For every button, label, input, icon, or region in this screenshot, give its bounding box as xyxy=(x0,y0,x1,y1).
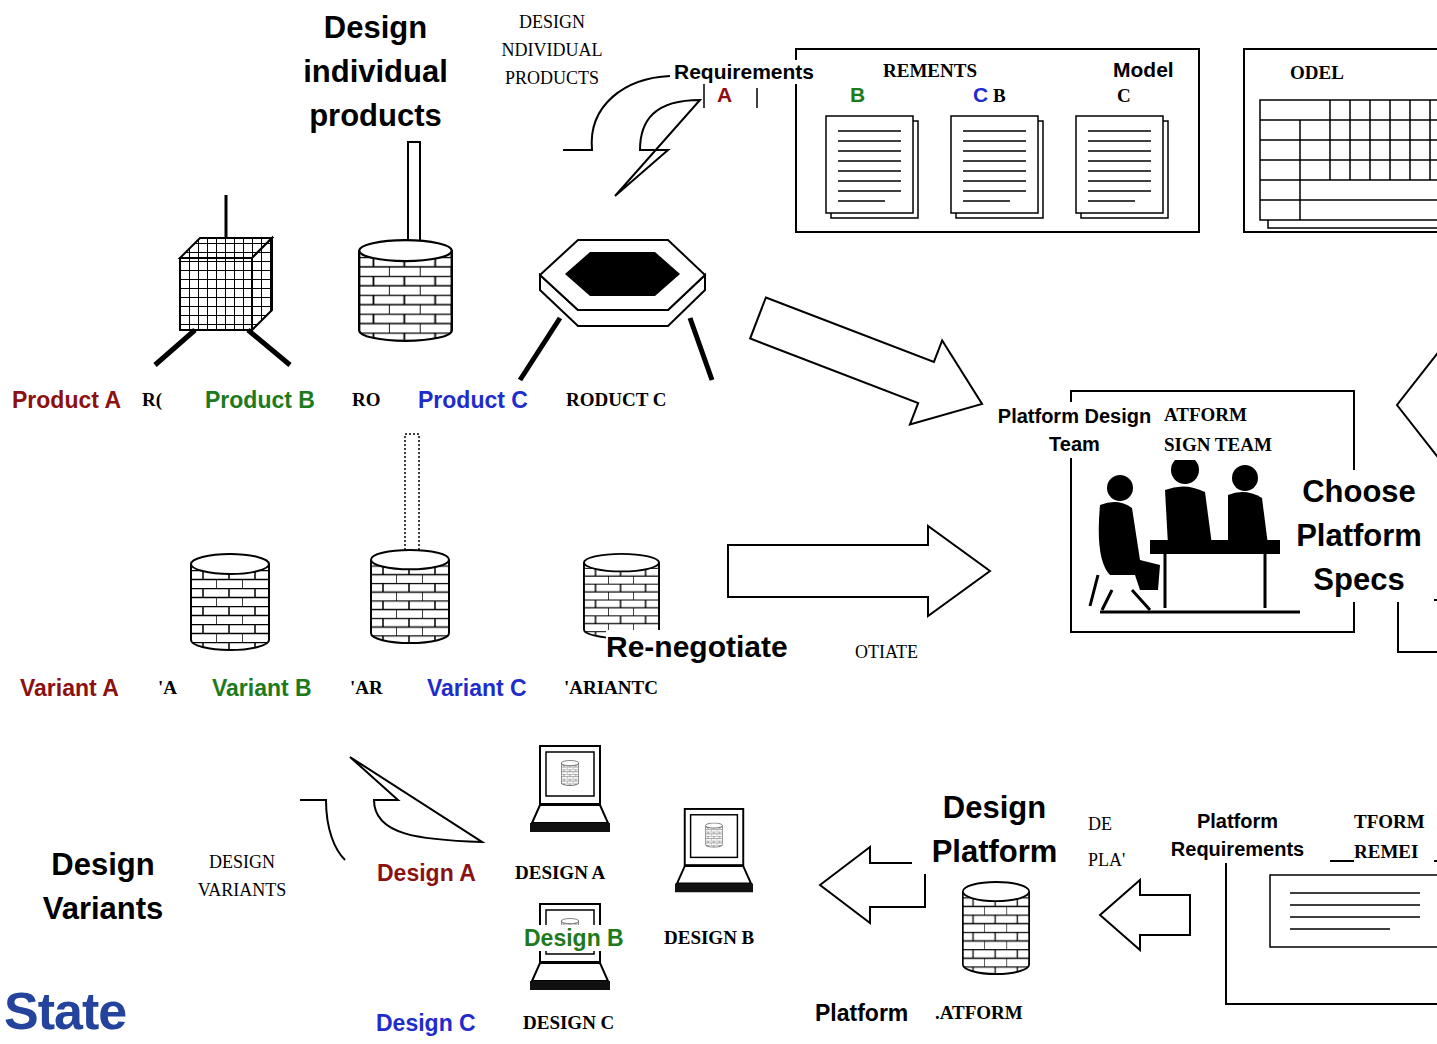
variant-cylinder xyxy=(191,554,269,650)
box-text: Platform Design Team xyxy=(992,402,1157,458)
label: DESIGN A xyxy=(515,862,605,884)
label: 'AR xyxy=(350,677,383,699)
table xyxy=(1150,540,1280,554)
label: RODUCT C xyxy=(566,389,666,411)
variant-cylinder xyxy=(371,550,449,643)
box-text: ODEL xyxy=(1290,62,1344,84)
table-legs xyxy=(1100,554,1300,612)
hex-top xyxy=(540,240,705,310)
label: C xyxy=(1117,85,1131,107)
person-body xyxy=(1165,486,1212,545)
box-text: TFORM REMEI xyxy=(1354,807,1434,867)
label: DESIGN NDIVIDUAL PRODUCTS xyxy=(487,8,617,92)
hex-legs xyxy=(520,318,712,380)
label: Platform xyxy=(815,1000,908,1026)
label: REMENTS xyxy=(883,60,977,82)
block-arrow xyxy=(1397,350,1437,460)
dotted-mast xyxy=(405,434,419,554)
curved-arrow xyxy=(563,76,700,196)
label: Re-negotiate xyxy=(606,630,788,665)
label: Model xyxy=(1113,58,1174,82)
label: Variant B xyxy=(212,675,312,701)
mast xyxy=(408,142,420,246)
chair xyxy=(1090,575,1150,610)
label: R( xyxy=(142,389,162,411)
person-head xyxy=(1232,465,1258,491)
box-text: Requirements xyxy=(674,60,814,84)
model-panel: ODEL xyxy=(1243,48,1437,233)
person-head xyxy=(1107,475,1133,501)
label: C xyxy=(973,83,988,107)
label: 'ARIANTC xyxy=(564,677,658,699)
block-arrow xyxy=(728,526,990,616)
label: Design individual products xyxy=(268,6,483,138)
label: Variant A xyxy=(20,675,119,701)
variant-cylinder xyxy=(584,554,659,638)
platform-doc-lines xyxy=(1290,893,1420,929)
label: Design Platform xyxy=(912,786,1077,874)
label: Product A xyxy=(12,387,121,413)
team-box: Platform Design TeamATFORM SIGN TEAMChoo… xyxy=(1070,390,1355,633)
cube-side xyxy=(252,238,272,330)
label: Design B xyxy=(524,925,624,951)
box-text: ATFORM SIGN TEAM xyxy=(1164,400,1286,460)
label: Design Variants xyxy=(28,843,178,931)
requirement-doc xyxy=(826,116,918,218)
person-body xyxy=(1228,492,1268,545)
side-box xyxy=(1398,600,1437,652)
model-table xyxy=(1260,100,1437,220)
platform-doc xyxy=(1270,875,1437,947)
label: DESIGN C xyxy=(523,1012,614,1034)
box-text: Choose Platform Specs xyxy=(1284,470,1434,602)
label: DE PLA' xyxy=(1088,806,1140,878)
requirement-doc xyxy=(1076,116,1168,218)
logo-text: State xyxy=(4,982,126,1042)
label: Product B xyxy=(205,387,315,413)
model-grid xyxy=(1260,100,1437,220)
block-arrow xyxy=(1100,880,1190,950)
label: A xyxy=(717,83,732,107)
person-head xyxy=(1171,456,1199,484)
label: B xyxy=(850,83,865,107)
label: RO xyxy=(352,389,381,411)
box-text: Platform Requirements xyxy=(1145,807,1330,863)
platform-requirements-panel: Platform RequirementsTFORM REMEI xyxy=(1225,860,1437,1005)
label: DESIGN B xyxy=(664,927,754,949)
cube-front xyxy=(180,258,252,330)
label: .ATFORM xyxy=(935,1002,1023,1024)
label: 'A xyxy=(158,677,177,699)
label: B xyxy=(993,85,1006,107)
label: OTIATE xyxy=(855,638,918,666)
laptop xyxy=(675,809,753,892)
platform-cylinder xyxy=(963,882,1029,974)
curved-arrow xyxy=(300,757,482,860)
label: Product C xyxy=(418,387,528,413)
hex-core xyxy=(565,252,680,296)
block-arrow xyxy=(742,276,998,446)
label: Variant C xyxy=(427,675,527,701)
cube-legs xyxy=(155,330,290,365)
label: DESIGN VARIANTS xyxy=(178,848,306,904)
label: Design C xyxy=(376,1010,476,1036)
antenna xyxy=(225,195,228,240)
label: Design A xyxy=(377,860,476,886)
requirement-doc xyxy=(951,116,1043,218)
laptop xyxy=(530,746,610,832)
product-cylinder xyxy=(359,240,452,341)
block-arrow xyxy=(820,847,925,923)
